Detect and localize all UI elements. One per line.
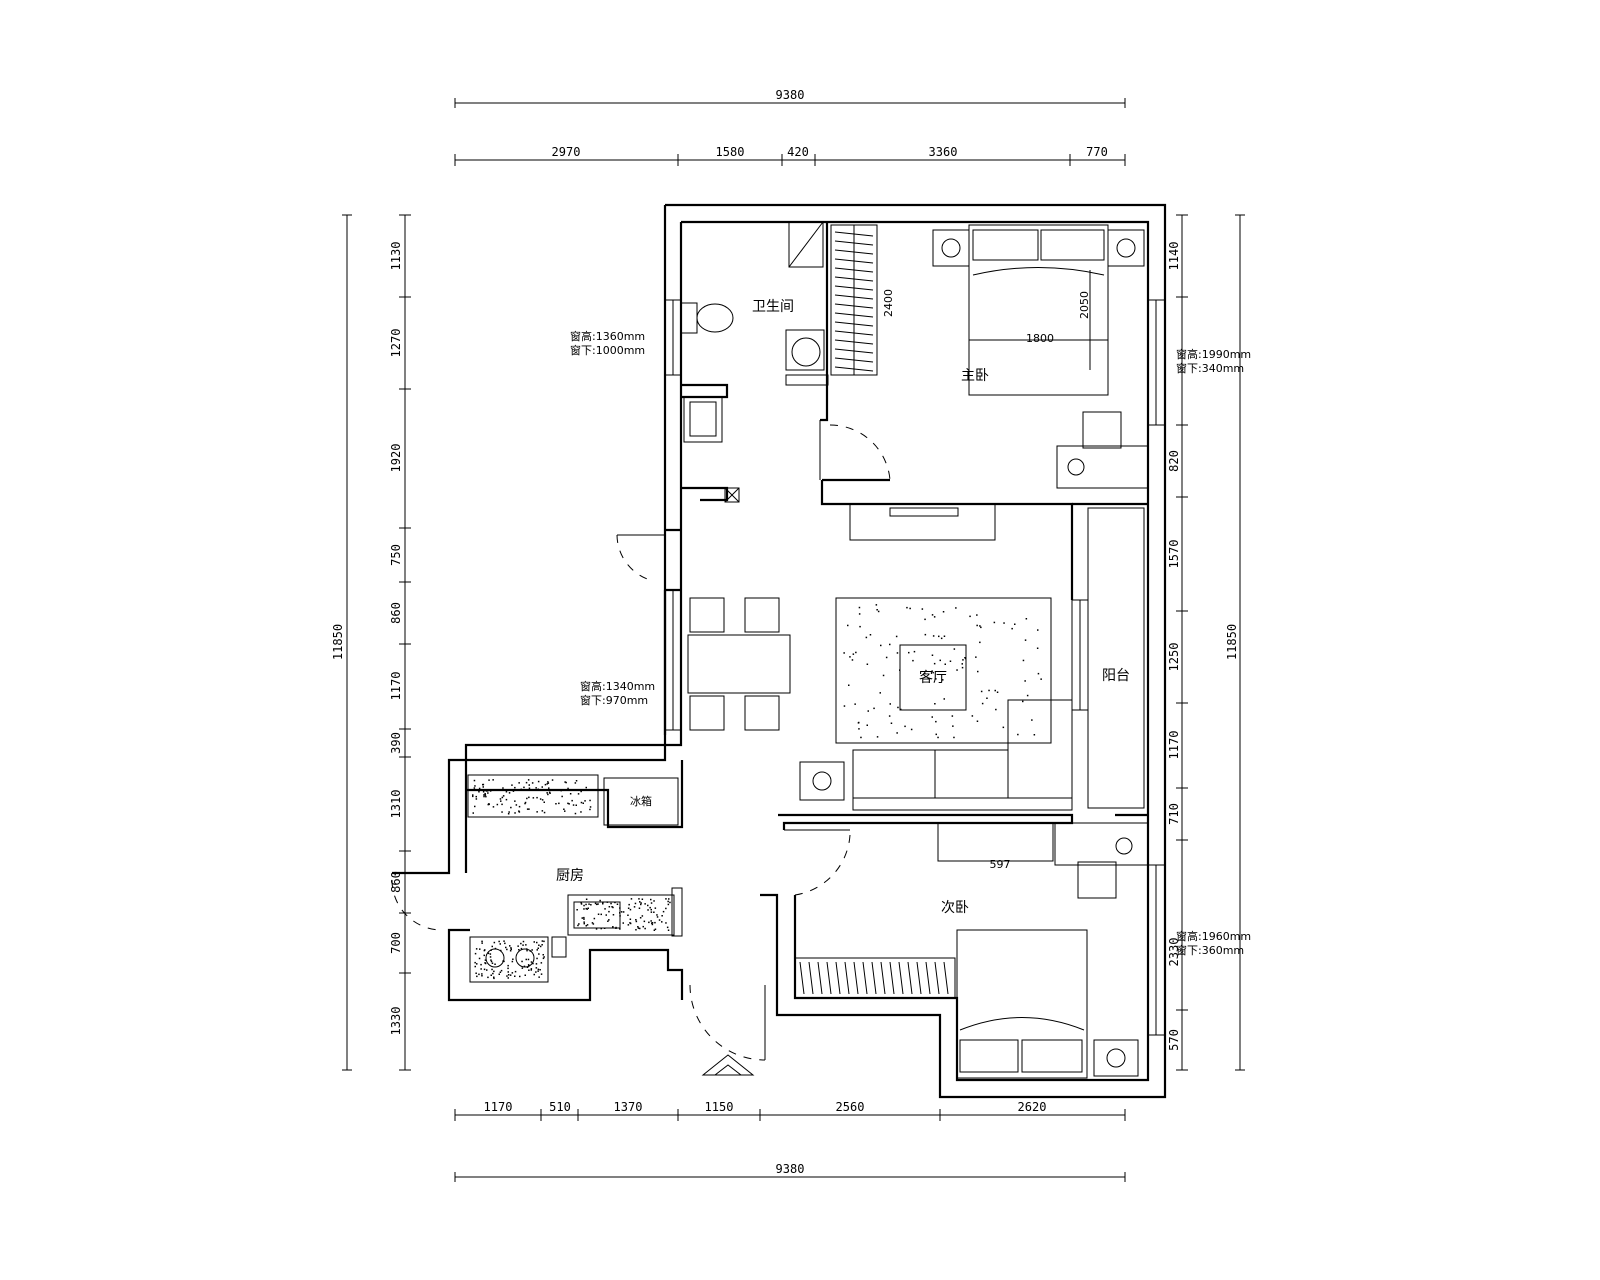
dim-bottom-seg-3: 1370 [614,1100,643,1114]
bed-width-dim: 1800 [1026,332,1054,345]
dim-right-seg-9: 570 [1167,1029,1181,1051]
dim-bottom-seg-1: 1170 [484,1100,513,1114]
dim-left-seg-9: 860 [389,871,403,893]
bed-length-dim: 2050 [1078,291,1091,319]
window-note-dining-height: 窗高:1340mm [580,679,655,693]
room-label-bathroom: 卫生间 [752,299,794,315]
window-note-dining-sill: 窗下:970mm [580,693,648,707]
dim-right-seg-7: 710 [1167,803,1181,825]
window-note-bathroom-sill: 窗下:1000mm [570,343,645,357]
room-label-balcony: 阳台 [1102,668,1130,684]
window-note-master-height: 窗高:1990mm [1176,347,1251,361]
texture-stipple [472,604,1042,980]
windows [392,299,1166,1036]
dim-bottom-seg-5: 2560 [836,1100,865,1114]
dim-left-seg-6: 1170 [389,672,403,701]
dim-left-seg-1: 1130 [389,242,403,271]
dim-left-seg-10: 700 [389,932,403,954]
window-note-master-sill: 窗下:340mm [1176,361,1244,375]
dim-right-seg-5: 1250 [1167,643,1181,672]
window-note-second-sill: 窗下:360mm [1176,943,1244,957]
furniture [467,221,1149,1079]
dim-bottom-seg-6: 2620 [1018,1100,1047,1114]
dim-left-seg-5: 860 [389,602,403,624]
dim-top-seg-4: 3360 [929,145,958,159]
dim-right-seg-3: 820 [1167,450,1181,472]
room-label-master-bedroom: 主卧 [961,368,989,384]
dim-right-seg-6: 1170 [1167,731,1181,760]
wardrobe-hangers [799,231,949,995]
entrance-arrow-icon [701,1054,755,1076]
dim-top-seg-5: 770 [1086,145,1108,159]
window-note-second-height: 窗高:1960mm [1176,929,1251,943]
dim-left-seg-2: 1270 [389,329,403,358]
fridge-label: 冰箱 [630,794,652,808]
dim-left-seg-3: 1920 [389,444,403,473]
dim-top-total: 9380 [776,88,805,102]
room-label-living-room: 客厅 [919,669,947,686]
desk-dim: 597 [990,858,1011,871]
wardrobe-depth-dim: 2400 [882,289,895,317]
dim-right-total: 11850 [1225,624,1239,660]
room-label-second-bedroom: 次卧 [941,900,969,916]
dim-bottom-seg-2: 510 [549,1100,571,1114]
dim-top-seg-3: 420 [787,145,809,159]
dim-right-seg-8: 2330 [1167,938,1181,967]
room-label-kitchen: 厨房 [556,868,584,884]
dimension-lines [342,98,1245,1182]
window-note-bathroom-height: 窗高:1360mm [570,329,645,343]
dim-top-seg-2: 1580 [716,145,745,159]
dim-right-seg-4: 1570 [1167,540,1181,569]
dim-left-total: 11850 [331,624,345,660]
doors [391,420,891,1061]
dim-left-seg-4: 750 [389,544,403,566]
dim-right-seg-1: 1140 [1167,242,1181,271]
dim-top-seg-1: 2970 [552,145,581,159]
dim-bottom-total: 9380 [776,1162,805,1176]
dim-left-seg-11: 1330 [389,1007,403,1036]
dim-left-seg-8: 1310 [389,790,403,819]
dim-left-seg-7: 390 [389,732,403,754]
dim-bottom-seg-4: 1150 [705,1100,734,1114]
